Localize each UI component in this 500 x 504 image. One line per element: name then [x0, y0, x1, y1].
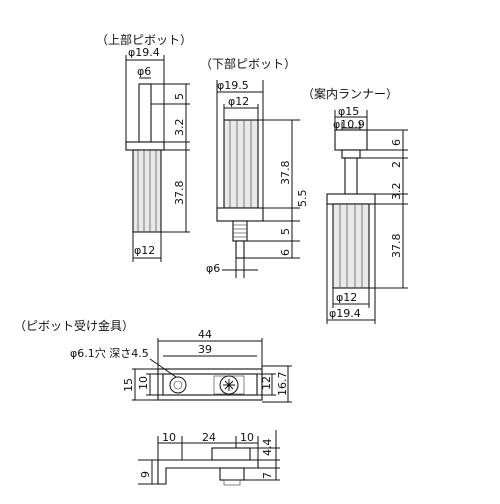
lower-pivot-body-height: 37.8	[279, 161, 292, 186]
guide-runner-body-height: 37.8	[390, 234, 403, 259]
upper-pivot-title: （上部ピボット）	[96, 32, 192, 47]
bracket-hole-left	[169, 376, 187, 394]
bracket-plate-height: 4.4	[261, 439, 274, 457]
upper-pivot-drawing: （上部ピボット） φ19.4 φ6 5 3.2 37.8 φ12	[96, 32, 192, 262]
bracket-outer-height: 15	[122, 378, 135, 392]
guide-runner-title: （案内ランナー）	[302, 86, 398, 101]
pivot-bracket-title: （ピボット受け金具）	[14, 318, 134, 333]
bracket-plate-inner	[162, 373, 258, 396]
bracket-side-height: 9	[139, 471, 152, 478]
bracket-seg-left: 10	[162, 431, 176, 444]
bracket-hole-span: 39	[198, 343, 212, 356]
lower-pivot-pin-height: 6	[279, 249, 292, 256]
guide-runner-top	[334, 129, 368, 151]
bracket-boss-side	[211, 447, 251, 461]
lower-pivot-drawing: （下部ピボット） φ19.5 φ12 37.8 5.5	[200, 56, 309, 278]
upper-pivot-pin	[138, 83, 152, 143]
guide-runner-body	[332, 203, 370, 289]
guide-runner-drawing: （案内ランナー） φ15 φ10.9 6 2 3.2 37.8	[302, 86, 408, 324]
upper-pivot-body-diameter: φ12	[134, 244, 155, 257]
lower-pivot-stem-height: 5	[279, 228, 292, 235]
lower-pivot-body	[223, 119, 259, 209]
lower-pivot-pin	[235, 240, 245, 259]
bracket-screw-icon	[223, 379, 235, 391]
upper-pivot-pin-height: 5	[173, 93, 186, 100]
bracket-lower-height: 7	[261, 472, 274, 479]
lower-pivot-body-diameter-label: φ12	[228, 95, 249, 108]
guide-runner-top-height: 6	[390, 139, 403, 146]
bracket-nut-side	[219, 467, 245, 481]
upper-pivot-pin-diameter: φ6	[137, 65, 151, 78]
guide-runner-collar-height: 3.2	[390, 183, 403, 201]
bracket-hole-note: φ6.1穴 深さ4.5	[70, 346, 149, 360]
lower-pivot-head-diameter: φ19.5	[217, 79, 249, 92]
guide-runner-pin-diameter: φ10.9	[333, 118, 365, 131]
upper-pivot-body-height: 37.8	[173, 181, 186, 206]
upper-pivot-collar	[125, 141, 165, 151]
upper-pivot-collar-height: 3.2	[173, 119, 186, 137]
bracket-inner-height: 10	[137, 376, 150, 390]
upper-pivot-body	[132, 149, 162, 233]
guide-runner-body-diameter: φ12	[336, 291, 357, 304]
guide-runner-top-diameter: φ15	[338, 105, 359, 118]
guide-runner-stem	[344, 157, 358, 195]
guide-runner-gap-height: 2	[390, 161, 403, 168]
bracket-total-width: 44	[198, 328, 212, 341]
bracket-seg-right: 10	[240, 431, 254, 444]
lower-pivot-title: （下部ピボット）	[200, 56, 296, 71]
guide-runner-neck	[341, 149, 361, 159]
lower-pivot-pin-diameter: φ6	[206, 262, 220, 275]
guide-runner-collar	[326, 193, 376, 205]
lower-pivot-collar-height: 5.5	[296, 190, 309, 208]
pivot-bracket-drawing: （ピボット受け金具） 44 39 φ6.1穴 深さ4.5 15 10 12	[14, 318, 292, 486]
lower-pivot-stem	[232, 220, 248, 242]
upper-pivot-head-diameter: φ19.4	[128, 46, 160, 59]
bracket-right-outer-height: 16.7	[276, 372, 289, 397]
bracket-right-inner-height: 12	[260, 376, 273, 390]
bracket-seg-mid: 24	[202, 431, 216, 444]
guide-runner-collar-diameter: φ19.4	[329, 307, 361, 320]
lower-pivot-collar	[216, 207, 264, 222]
